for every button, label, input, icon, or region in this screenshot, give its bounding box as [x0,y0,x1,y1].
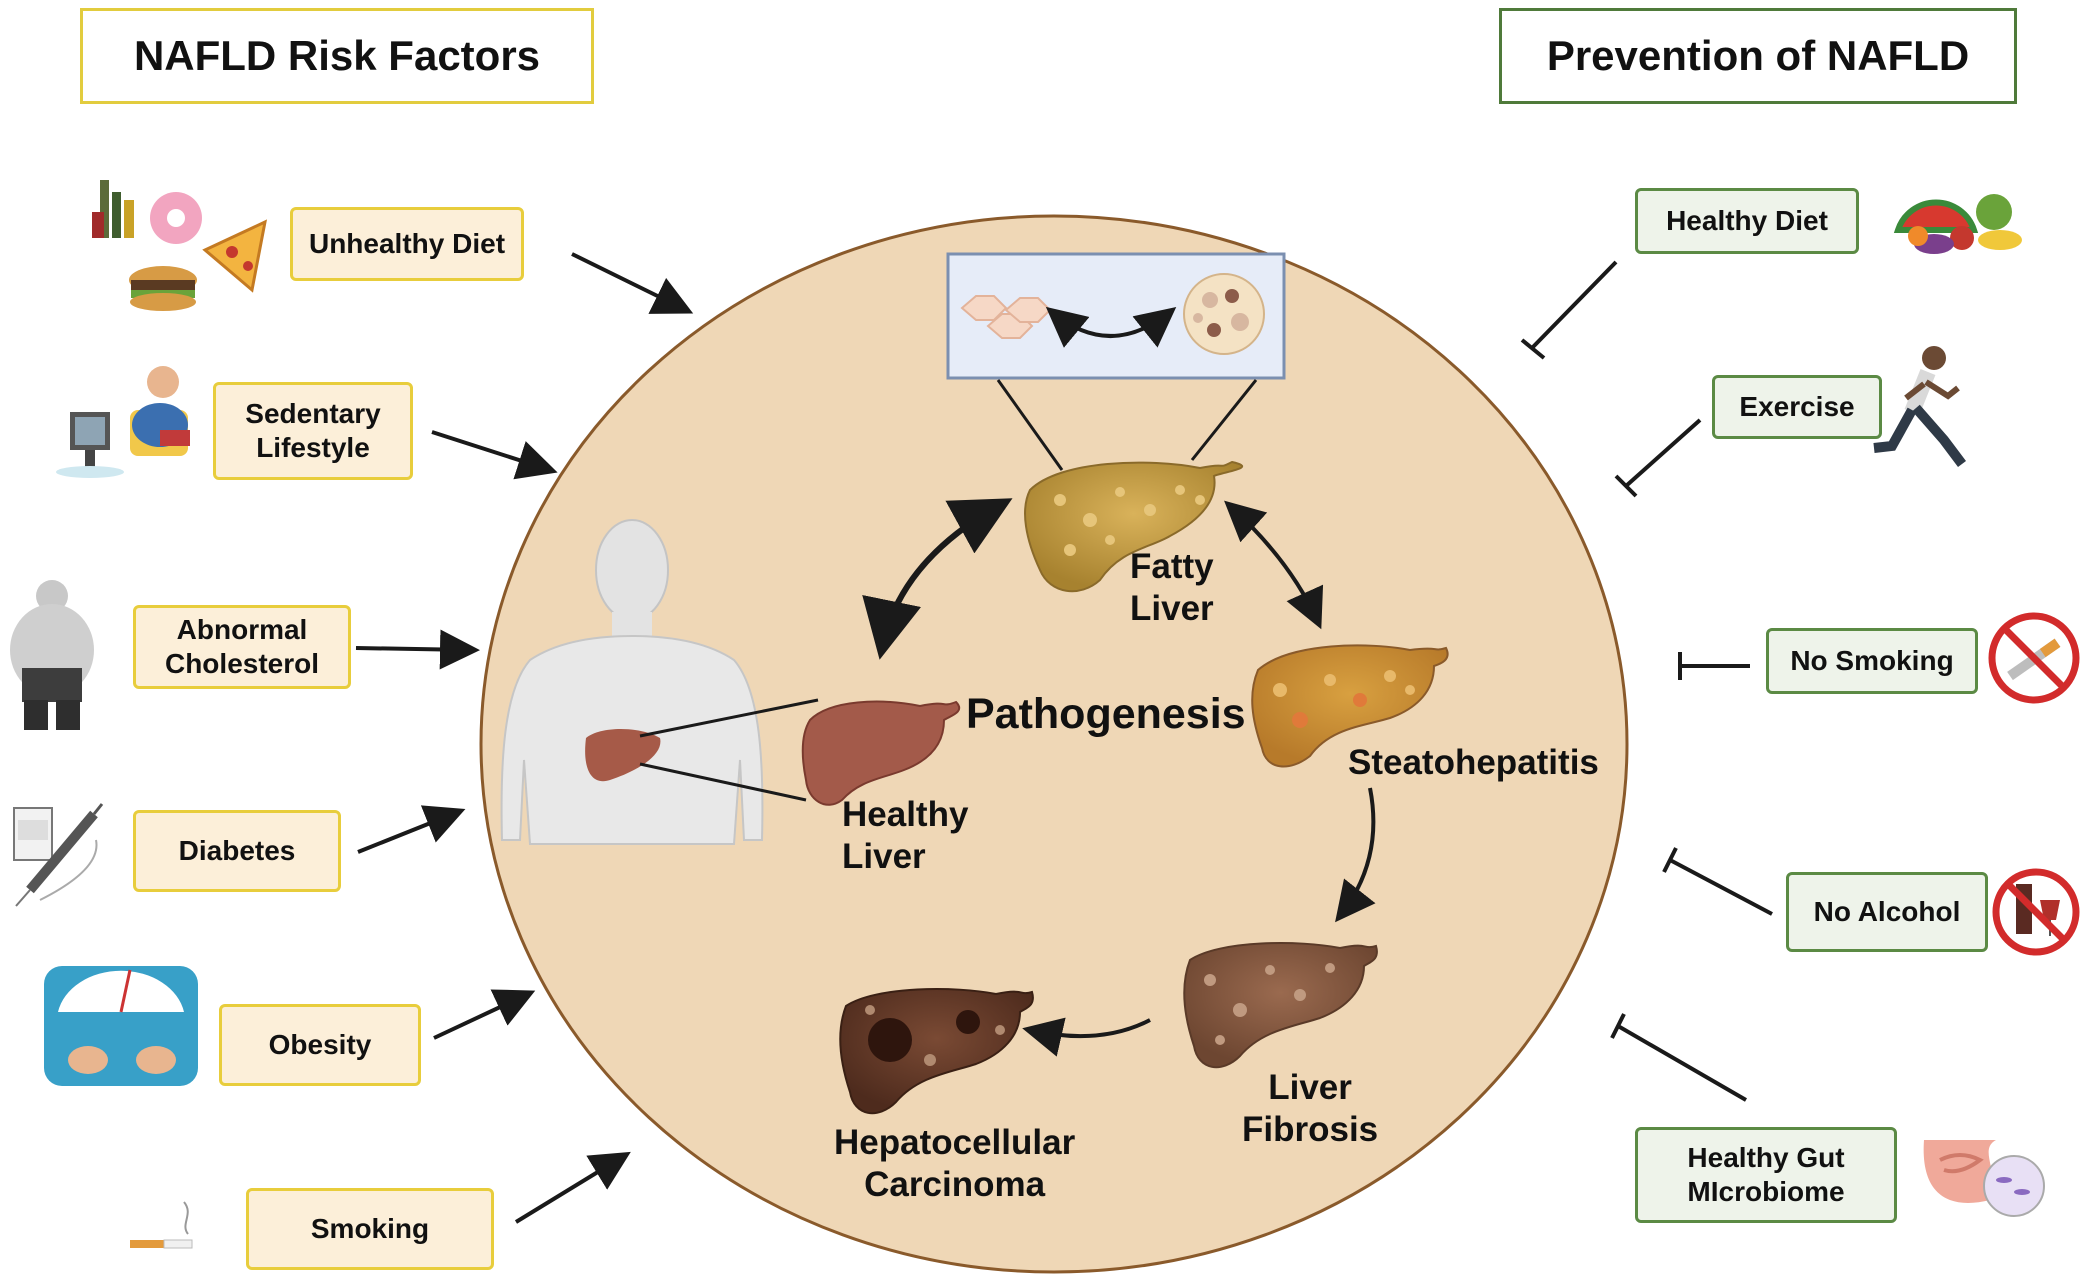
risk-smoking: Smoking [246,1188,494,1270]
fatty-liver-label: Fatty Liver [1130,547,1214,628]
prevention-healthy-gut-microbiome: Healthy Gut MIcrobiome [1635,1127,1897,1223]
inhibit-exercise [1614,418,1702,498]
arrow-smoking [514,1151,631,1224]
arrow-sedentary [431,430,558,480]
prevention-no-smoking: No Smoking [1766,628,1978,694]
no-alcohol-icon [1992,868,2080,956]
hcc-liver-icon [839,988,1034,1115]
no-smoking-icon [1988,612,2080,704]
runner-icon [1873,346,1966,467]
risk-abnormal-cholesterol: Abnormal Cholesterol [133,605,351,689]
pathogenesis-label: Pathogenesis [966,690,1246,738]
liver-fibrosis-label: Liver Fibrosis [1242,1068,1379,1149]
intestine-icon [1923,1140,2045,1217]
risk-diabetes: Diabetes [133,810,341,892]
fatty-liver-icon [1024,460,1243,593]
arrow-unhealthy-diet [571,252,694,314]
inset-connector-left [996,379,1064,471]
arrow-healthy-fatty [862,498,1013,660]
human-body-icon [500,519,764,845]
inhibit-gut-microbiome [1610,1013,1748,1102]
healthy-liver-label: Healthy Liver [842,795,969,876]
steatohepatitis-label: Steatohepatitis [1348,743,1599,782]
risk-factors-header: NAFLD Risk Factors [80,8,594,104]
hcc-label: Hepatocellular Carcinoma [834,1123,1076,1204]
risk-obesity: Obesity [219,1004,421,1086]
arrow-cholesterol [355,629,480,670]
body-liver-connector-bottom [639,762,807,802]
arrow-steato-fibrosis [1335,787,1376,923]
healthy-liver-icon [801,700,961,806]
cell-transition-arrow [1045,306,1177,348]
prevention-healthy-diet: Healthy Diet [1635,188,1859,254]
risk-sedentary-lifestyle: Sedentary Lifestyle [213,382,413,480]
syringe-icon [13,803,104,907]
normal-hepatocytes-icon [960,295,1052,339]
arrow-fatty-steato [1224,500,1324,630]
fibrosis-liver-icon [1183,942,1378,1069]
inset-connector-right [1190,379,1258,461]
prevention-no-alcohol: No Alcohol [1786,872,1988,952]
junk-food-icon [92,180,268,311]
arrow-obesity [433,989,536,1040]
risk-unhealthy-diet: Unhealthy Diet [290,207,524,281]
fruits-vegetables-icon [1893,194,2022,254]
tv-watching-icon [56,366,190,478]
inhibit-healthy-diet [1520,260,1618,360]
prevention-exercise: Exercise [1712,375,1882,439]
overweight-person-icon [10,580,94,730]
arrow-fibrosis-hcc [1022,1017,1151,1057]
steatohepatitis-liver-icon [1251,644,1449,768]
arrow-diabetes [357,805,466,854]
cigarette-icon [130,1201,193,1249]
inhibit-no-alcohol [1662,847,1773,916]
weight-scale-icon [44,966,198,1086]
fatty-hepatocytes-icon [1183,273,1265,355]
inhibit-no-smoking [1678,652,1750,680]
prevention-header: Prevention of NAFLD [1499,8,2017,104]
body-liver-connector-top [639,698,819,738]
